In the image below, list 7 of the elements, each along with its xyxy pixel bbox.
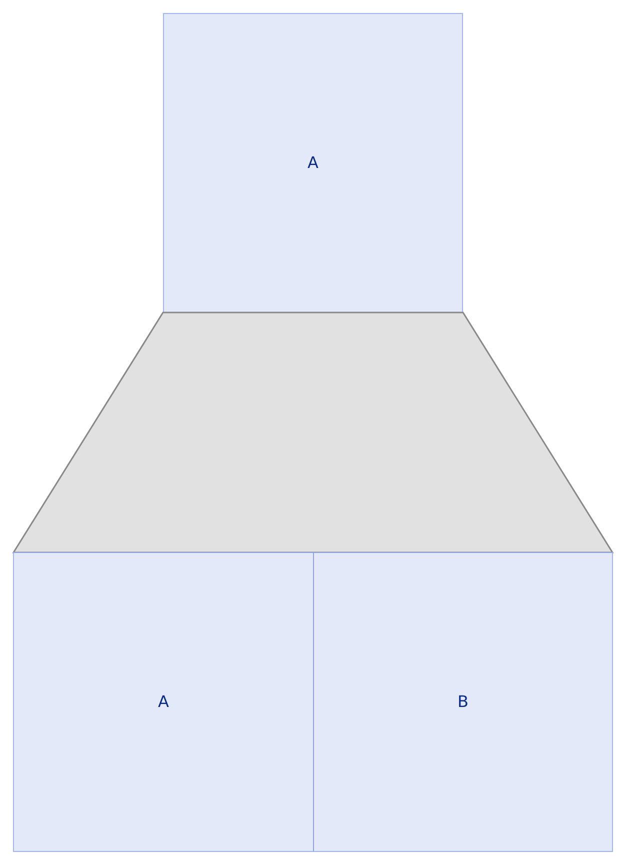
block-label: B xyxy=(458,692,468,712)
block-label: A xyxy=(308,153,318,173)
block xyxy=(13,552,314,852)
block-label: A xyxy=(158,692,169,712)
block xyxy=(313,552,613,852)
trapezoid-shape xyxy=(13,312,613,553)
block xyxy=(163,13,463,313)
